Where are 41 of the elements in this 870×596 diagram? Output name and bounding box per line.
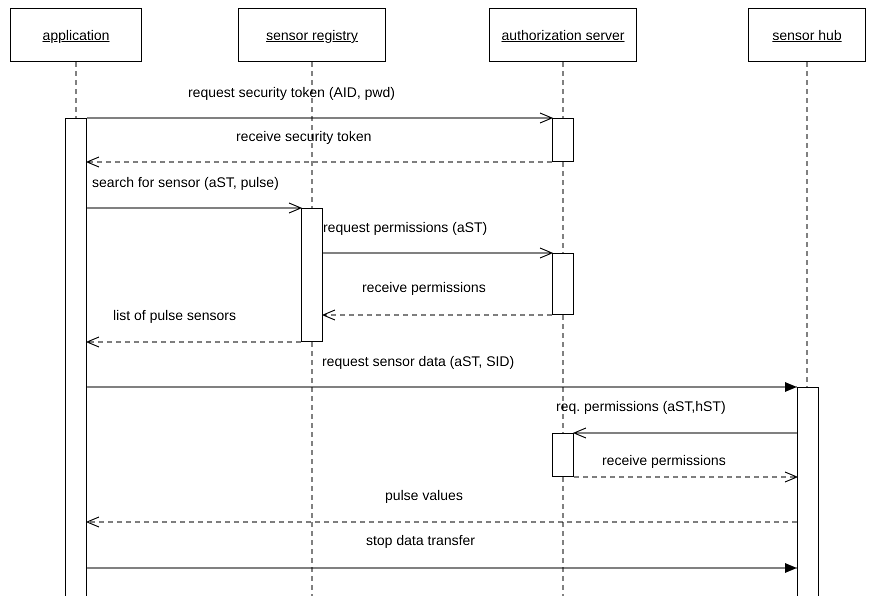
message-arrow: [322, 310, 552, 320]
message-arrow: [86, 382, 798, 392]
message-label: request sensor data (aST, SID): [322, 353, 514, 369]
message-arrow: [86, 563, 798, 573]
activation-bar: [552, 433, 574, 477]
activation-bar: [552, 253, 574, 315]
message-label: req. permissions (aST,hST): [556, 398, 726, 414]
message-arrow: [574, 428, 798, 438]
message-label: request security token (AID, pwd): [188, 84, 395, 100]
lifeline: [562, 162, 564, 254]
message-label: pulse values: [385, 487, 463, 503]
message-arrow: [86, 202, 302, 214]
message-label: stop data transfer: [366, 532, 475, 548]
lifeline: [562, 62, 564, 118]
message-arrow: [86, 156, 552, 168]
participant-name: application: [42, 27, 110, 43]
lifeline-head: [10, 8, 142, 62]
message-label: list of pulse sensors: [113, 307, 236, 323]
message-label: search for sensor (aST, pulse): [92, 174, 279, 190]
message-arrow: [322, 248, 552, 258]
activation-bar: [797, 387, 819, 596]
message-label: receive permissions: [602, 452, 726, 468]
lifeline-head: [489, 8, 637, 62]
message-arrow: [574, 472, 798, 482]
activation-bar: [65, 118, 87, 596]
message-arrow: [86, 336, 302, 348]
message-label: receive security token: [236, 128, 372, 144]
participant-name: authorization server: [502, 27, 624, 43]
activation-bar: [301, 208, 323, 342]
lifeline: [806, 62, 808, 388]
lifeline-head: [238, 8, 386, 62]
lifeline: [562, 476, 564, 596]
participant-name: sensor registry: [266, 27, 358, 43]
message-arrow: [86, 516, 798, 528]
message-label: receive permissions: [362, 279, 486, 295]
message-label: request permissions (aST): [323, 219, 488, 235]
lifeline-head: [748, 8, 866, 62]
activation-bar: [552, 118, 574, 162]
message-arrow: [86, 112, 552, 124]
participant-name: sensor hub: [772, 27, 842, 43]
lifeline: [562, 314, 564, 434]
